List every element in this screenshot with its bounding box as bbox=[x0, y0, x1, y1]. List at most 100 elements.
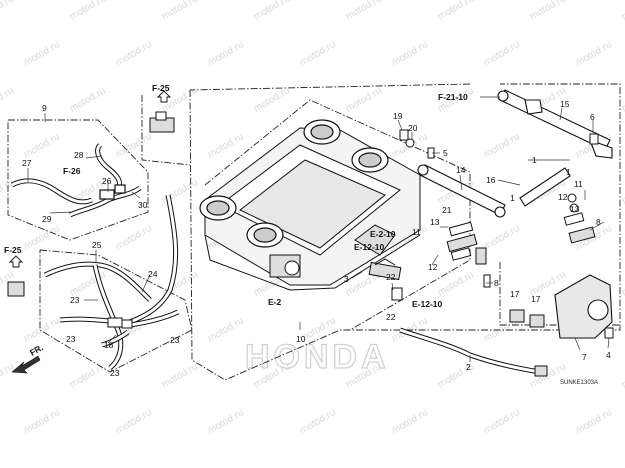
watermark-text-39: motod.ru bbox=[620, 177, 625, 206]
label-22-b: 22 bbox=[386, 312, 396, 322]
label-1-a: 1 bbox=[532, 155, 537, 165]
watermark-text-13: motod.ru bbox=[482, 39, 522, 68]
label-28: 28 bbox=[74, 150, 84, 160]
label-11: 11 bbox=[412, 227, 421, 237]
label-12-b: 12 bbox=[558, 192, 568, 202]
label-16: 16 bbox=[486, 175, 496, 185]
watermark-text-34: motod.ru bbox=[160, 177, 200, 206]
label-27: 27 bbox=[22, 158, 32, 168]
watermark-text-75: motod.ru bbox=[298, 407, 338, 436]
label-13-b: 13 bbox=[570, 204, 580, 214]
ref-e2-10: E-2-10 bbox=[370, 229, 396, 239]
label-24: 24 bbox=[148, 269, 158, 279]
watermark-text-10: motod.ru bbox=[206, 39, 246, 68]
watermark-text-11: motod.ru bbox=[298, 39, 338, 68]
label-8: 8 bbox=[596, 217, 601, 227]
watermark-text-40: motod.ru bbox=[22, 223, 62, 252]
label-5: 5 bbox=[443, 148, 448, 158]
main-group-frame-top bbox=[189, 83, 471, 91]
label-17-a: 17 bbox=[510, 289, 520, 299]
watermark-text-73: motod.ru bbox=[114, 407, 154, 436]
ref-f26: F-26 bbox=[63, 166, 81, 176]
label-22-a: 22 bbox=[386, 272, 396, 282]
watermark-text-72: motod.ru bbox=[22, 407, 62, 436]
label-10: 10 bbox=[296, 334, 306, 344]
f25-left-connector bbox=[7, 255, 25, 297]
watermark-text-65: motod.ru bbox=[68, 361, 108, 390]
watermark-text-77: motod.ru bbox=[482, 407, 522, 436]
fuel-pipe-16 bbox=[519, 167, 571, 207]
injector-right bbox=[563, 193, 596, 244]
watermark-text-4: motod.ru bbox=[344, 0, 384, 23]
watermark-text-66: motod.ru bbox=[160, 361, 200, 390]
label-20: 20 bbox=[408, 123, 418, 133]
reference-codes: F-25 F-26 F-25 F-21-10 E-2-10 E-12-10 E-… bbox=[4, 83, 468, 309]
watermark-text-76: motod.ru bbox=[390, 407, 430, 436]
ref-e2: E-2 bbox=[268, 297, 282, 307]
watermark-text-78: motod.ru bbox=[574, 407, 614, 436]
ref-f21-10: F-21-10 bbox=[438, 92, 468, 102]
label-3: 3 bbox=[344, 274, 349, 284]
watermark-text-70: motod.ru bbox=[528, 361, 568, 390]
watermark-text-64: motod.ru bbox=[0, 361, 16, 390]
watermark-text-0: motod.ru bbox=[0, 0, 16, 23]
ref-e12-10-b: E-12-10 bbox=[412, 299, 443, 309]
label-23-a: 23 bbox=[70, 295, 80, 305]
label-23-b: 23 bbox=[66, 334, 76, 344]
hose-group-frame bbox=[7, 119, 149, 241]
label-25: 25 bbox=[92, 240, 102, 250]
label-11-b: 11 bbox=[574, 179, 583, 189]
label-19: 19 bbox=[393, 111, 403, 121]
label-9: 9 bbox=[42, 103, 47, 113]
label-13: 13 bbox=[430, 217, 440, 227]
watermark-text-19: motod.ru bbox=[252, 85, 292, 114]
watermark-text-45: motod.ru bbox=[482, 223, 522, 252]
label-21: 21 bbox=[442, 205, 452, 215]
label-26: 26 bbox=[102, 176, 112, 186]
label-12: 12 bbox=[428, 262, 438, 272]
front-direction-arrow: FR. bbox=[11, 342, 45, 374]
ref-f25-left: F-25 bbox=[4, 245, 22, 255]
hose-assembly-upper bbox=[10, 143, 142, 218]
label-18: 18 bbox=[104, 340, 114, 350]
watermark-text-5: motod.ru bbox=[436, 0, 476, 23]
watermark-text-74: motod.ru bbox=[206, 407, 246, 436]
watermark-text-25: motod.ru bbox=[114, 131, 154, 160]
watermark-text-20: motod.ru bbox=[344, 85, 384, 114]
watermark-text-55: motod.ru bbox=[620, 269, 625, 298]
label-4: 4 bbox=[606, 350, 611, 360]
clip-17 bbox=[509, 309, 545, 328]
watermark-text-71: motod.ru bbox=[620, 361, 625, 390]
fr-label: FR. bbox=[28, 342, 45, 358]
watermark-text-12: motod.ru bbox=[390, 39, 430, 68]
label-29: 29 bbox=[42, 214, 52, 224]
brand-text: HONDA bbox=[245, 338, 390, 376]
label-14: 14 bbox=[456, 165, 466, 175]
watermark-text-58: motod.ru bbox=[206, 315, 246, 344]
injector-sensor-3 bbox=[368, 258, 402, 281]
ref-e12-10-a: E-12-10 bbox=[354, 242, 385, 252]
watermark-text-41: motod.ru bbox=[114, 223, 154, 252]
watermark-text-24: motod.ru bbox=[22, 131, 62, 160]
label-15: 15 bbox=[560, 99, 570, 109]
label-23-c: 23 bbox=[170, 335, 180, 345]
watermark-text-1: motod.ru bbox=[68, 0, 108, 23]
f25-frame bbox=[141, 95, 191, 166]
label-30: 30 bbox=[138, 200, 148, 210]
injector-left bbox=[446, 221, 487, 265]
watermark-text-3: motod.ru bbox=[252, 0, 292, 23]
fuel-rail-lower bbox=[417, 164, 506, 218]
label-23-d: 23 bbox=[110, 368, 120, 378]
label-1-b: 1 bbox=[510, 193, 515, 203]
label-2: 2 bbox=[466, 362, 471, 372]
label-6: 6 bbox=[590, 112, 595, 122]
hose-assembly-lower bbox=[43, 194, 180, 370]
cover-7 bbox=[554, 274, 613, 339]
watermark-text-23: motod.ru bbox=[620, 85, 625, 114]
throttle-body bbox=[199, 119, 421, 291]
watermark-text-6: motod.ru bbox=[528, 0, 568, 23]
throttle-body-frame bbox=[204, 99, 471, 331]
watermark-text-17: motod.ru bbox=[68, 85, 108, 114]
